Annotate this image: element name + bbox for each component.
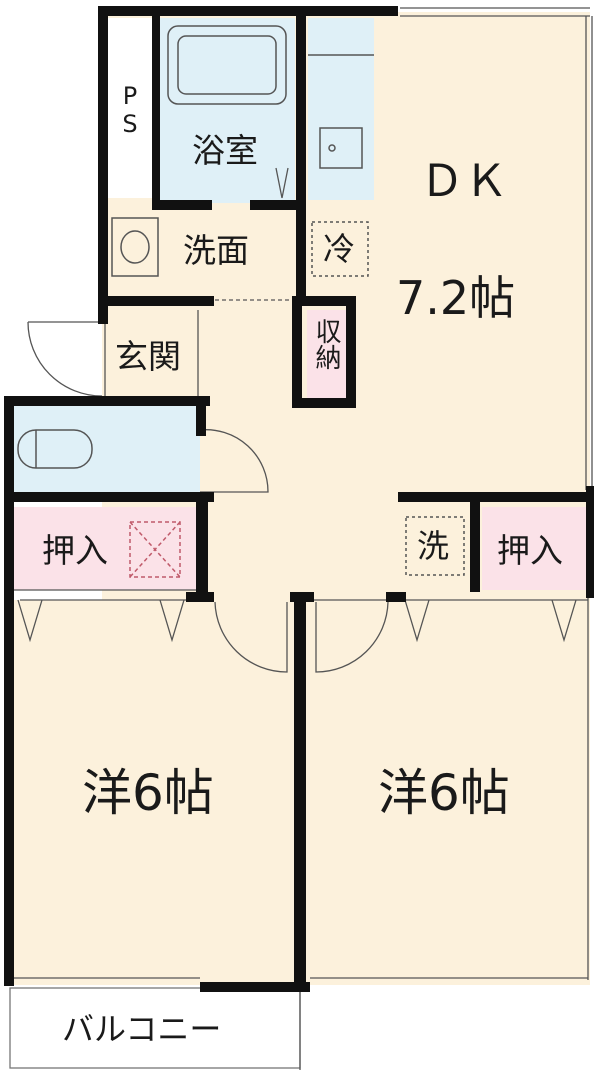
balcony-label: バルコニー	[62, 1010, 222, 1048]
toilet-door-icon	[199, 429, 269, 493]
room-left-door-icon	[214, 601, 288, 673]
basin-icon	[111, 217, 159, 277]
closet-left-label: 押入	[42, 531, 108, 570]
fridge-label: 冷	[323, 230, 356, 268]
toilet-icon	[17, 429, 93, 469]
storage-fill	[307, 310, 349, 398]
room-right-door-icon	[315, 601, 389, 673]
dk-size-label: 7.2帖	[396, 271, 516, 325]
closet-right-fill	[482, 507, 586, 590]
bath-label: 浴室	[192, 131, 258, 170]
room-right-label: 洋6帖	[378, 764, 510, 822]
bathtub-icon	[167, 25, 287, 105]
dk-name-label: ＤＫ	[420, 156, 508, 207]
bath-fill	[160, 18, 295, 203]
entrance-door-icon	[27, 321, 103, 397]
floor-fills	[10, 12, 590, 985]
bath-door-icon	[275, 167, 289, 199]
ps-fill	[108, 18, 152, 198]
storage-label: 収納	[311, 318, 341, 370]
fixtures	[17, 25, 465, 578]
fridge-box-icon	[311, 221, 369, 277]
hatch-icon	[129, 521, 181, 578]
washer-label: 洗	[417, 527, 450, 565]
sink-icon	[319, 127, 363, 169]
room-left-label: 洋6帖	[82, 764, 214, 822]
washroom-label: 洗面	[183, 231, 249, 270]
washer-box-icon	[405, 516, 465, 576]
closet-left-fill	[12, 507, 200, 590]
walls	[4, 6, 594, 992]
entrance-label: 玄関	[115, 337, 181, 376]
toilet-fill	[12, 405, 200, 495]
closet-right-label: 押入	[497, 531, 563, 570]
ps-label: PS	[116, 82, 144, 138]
kitchen-counter-fill	[308, 18, 374, 200]
